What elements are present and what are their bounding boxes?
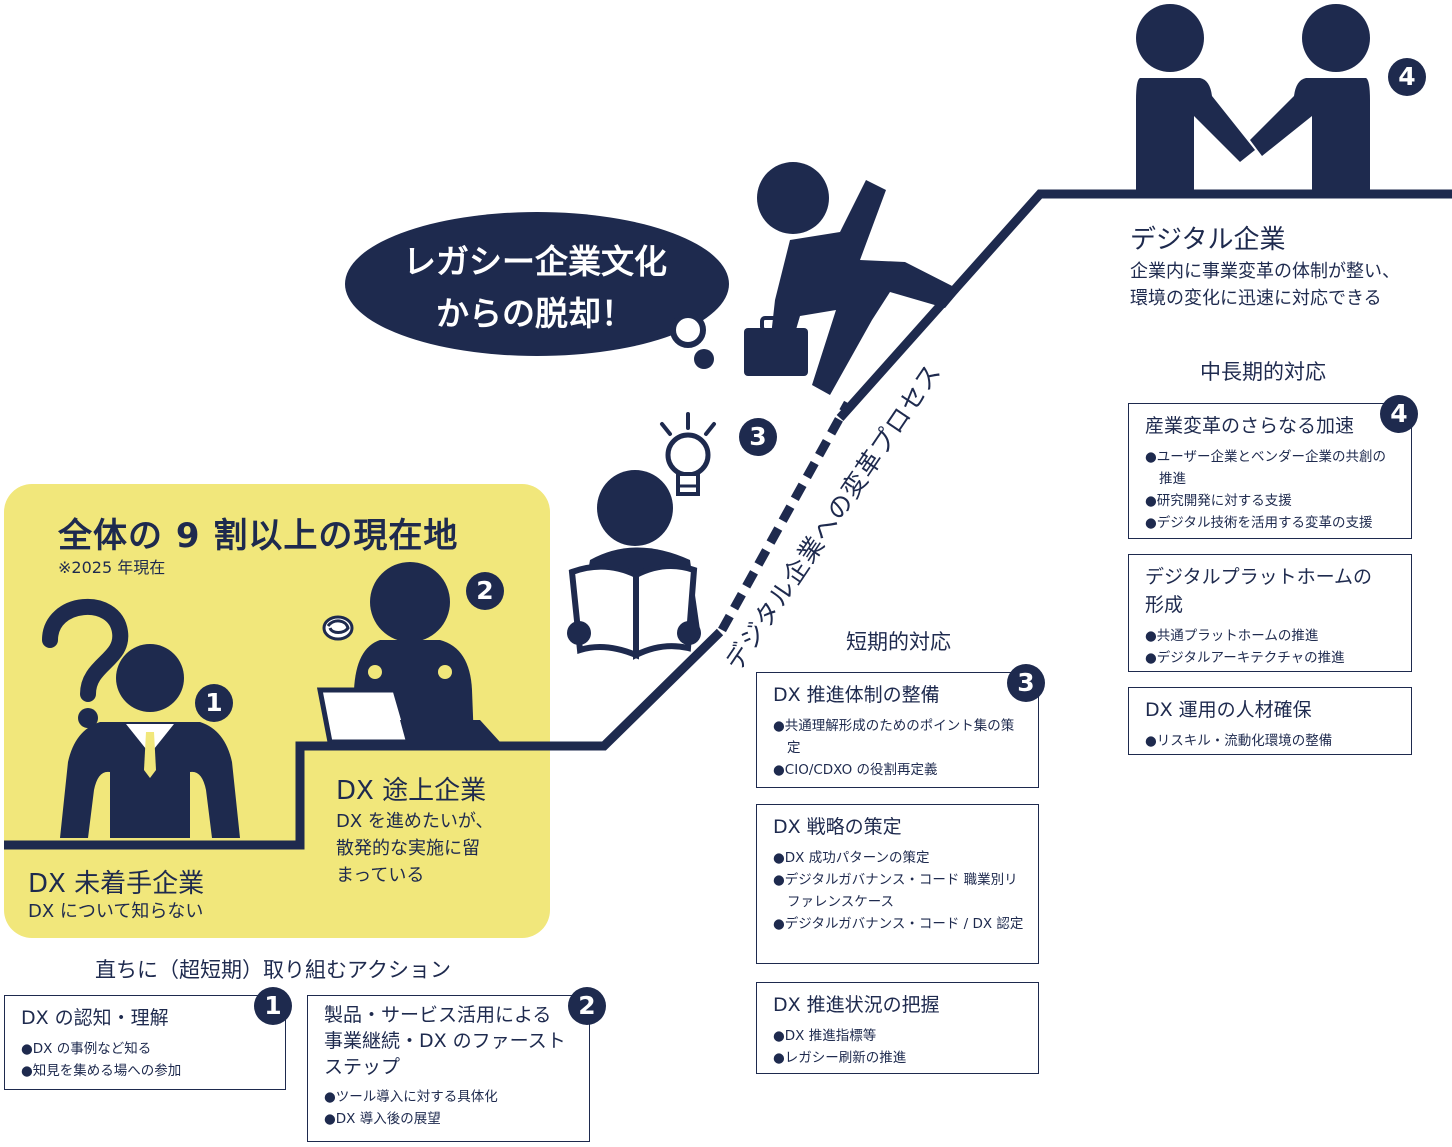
box-title: DX 戦略の策定: [773, 816, 902, 838]
short-box-dx-status: DX 推進状況の把握 DX 推進指標等 レガシー刷新の推進: [756, 982, 1039, 1074]
box-item: DX 導入後の展望: [324, 1108, 575, 1130]
action-box-2: 製品・サービス活用による 事業継続・DX のファースト ステップ ツール導入に対…: [307, 995, 590, 1142]
stage-2-desc-line: 散発的な実施に留: [336, 838, 480, 859]
tangle-thought-icon: [322, 615, 354, 641]
box-item: 共通理解形成のためのポイント集の策定: [773, 715, 1024, 759]
briefcase-icon: [744, 316, 808, 376]
box-title: DX 推進状況の把握: [773, 994, 940, 1016]
box-item: デジタルアーキテクチャの推進: [1145, 647, 1397, 669]
long-term-label: 中長期的対応: [1200, 360, 1326, 384]
box-title-line: ステップ: [324, 1056, 401, 1078]
box-title-line: 製品・サービス活用による: [324, 1004, 552, 1026]
stage-1-desc: DX について知らない: [28, 898, 203, 925]
speech-bubble: [345, 212, 729, 369]
long-box-talent: DX 運用の人材確保 リスキル・流動化環境の整備: [1128, 687, 1412, 755]
staircase-line: [4, 628, 724, 850]
short-box-dx-structure: DX 推進体制の整備 共通理解形成のためのポイント集の策定 CIO/CDXO の…: [756, 672, 1039, 788]
box-item: 知見を集める場への参加: [21, 1060, 271, 1082]
stage-badge-1: 1: [195, 684, 233, 722]
box-badge-3: 3: [1007, 664, 1045, 702]
stage-2-desc-line: DX を進めたいが、: [336, 811, 494, 832]
box-item: DX の事例など知る: [21, 1038, 271, 1060]
staircase-line-upper: [836, 189, 1452, 421]
box-item: DX 推進指標等: [773, 1025, 1024, 1047]
box-title-line: 事業継続・DX のファースト: [324, 1030, 566, 1052]
stage-4-desc: 企業内に事業変革の体制が整い、 環境の変化に迅速に対応できる: [1130, 258, 1400, 312]
main-title: 全体の 9 割以上の現在地: [58, 516, 459, 556]
bubble-line-1: レガシー企業文化: [403, 242, 667, 281]
box-badge-2: 2: [568, 987, 606, 1025]
action-box-1: DX の認知・理解 DX の事例など知る 知見を集める場への参加: [4, 995, 286, 1090]
laptop-worker-icon: [316, 562, 500, 745]
stage-badge-4: 4: [1388, 58, 1426, 96]
stage-badge-3: 3: [739, 418, 777, 456]
immediate-actions-label: 直ちに（超短期）取り組むアクション: [95, 958, 451, 982]
stage-2-desc-line: まっている: [336, 865, 425, 886]
box-item: ツール導入に対する具体化: [324, 1086, 575, 1108]
stage-4-desc-line: 環境の変化に迅速に対応できる: [1130, 288, 1382, 309]
short-box-dx-strategy: DX 戦略の策定 DX 成功パターンの策定 デジタルガバナンス・コード 職業別リ…: [756, 804, 1039, 964]
stage-4-desc-line: 企業内に事業変革の体制が整い、: [1130, 261, 1400, 282]
handshake-icon: [1136, 4, 1370, 190]
box-title: DX の認知・理解: [21, 1007, 169, 1029]
box-item: DX 成功パターンの策定: [773, 847, 1024, 869]
date-note: ※2025 年現在: [58, 558, 166, 577]
lightbulb-icon: [660, 412, 716, 496]
box-title: 産業変革のさらなる加速: [1145, 415, 1355, 437]
box-item: レガシー刷新の推進: [773, 1047, 1024, 1069]
box-title: デジタルプラットホームの 形成: [1145, 563, 1397, 619]
box-title: 製品・サービス活用による 事業継続・DX のファースト ステップ: [324, 1002, 575, 1080]
stage-1-title: DX 未着手企業: [28, 869, 205, 899]
stage-2-title: DX 途上企業: [336, 776, 487, 806]
box-item: デジタルガバナンス・コード / DX 認定: [773, 913, 1024, 935]
stage-1-desc-line: DX について知らない: [28, 901, 204, 922]
box-badge-4: 4: [1380, 395, 1418, 433]
box-title-line: 形成: [1145, 594, 1184, 616]
box-title: DX 推進体制の整備: [773, 684, 940, 706]
stage-4-title: デジタル企業: [1130, 225, 1286, 255]
box-item: デジタル技術を活用する変革の支援: [1145, 512, 1397, 534]
dashed-process-line: [718, 400, 852, 633]
short-term-label: 短期的対応: [846, 630, 951, 654]
reading-person-icon: [567, 470, 701, 660]
businessman-icon: [60, 644, 240, 838]
box-item: リスキル・流動化環境の整備: [1145, 730, 1397, 752]
stage-2-desc: DX を進めたいが、 散発的な実施に留 まっている: [336, 808, 494, 889]
question-mark-icon: [42, 599, 129, 728]
bubble-line-2: からの脱却！: [436, 294, 634, 333]
box-item: 研究開発に対する支援: [1145, 490, 1397, 512]
stage-badge-2: 2: [466, 572, 504, 610]
box-item: 共通プラットホームの推進: [1145, 625, 1397, 647]
long-box-platform: デジタルプラットホームの 形成 共通プラットホームの推進 デジタルアーキテクチャ…: [1128, 554, 1412, 672]
box-item: ユーザー企業とベンダー企業の共創の推進: [1145, 446, 1397, 490]
box-title-line: デジタルプラットホームの: [1145, 566, 1373, 588]
climbing-person-icon: [757, 162, 960, 395]
box-item: CIO/CDXO の役割再定義: [773, 759, 1024, 781]
box-badge-1: 1: [254, 987, 292, 1025]
box-item: デジタルガバナンス・コード 職業別リファレンスケース: [773, 869, 1024, 913]
long-box-industry: 産業変革のさらなる加速 ユーザー企業とベンダー企業の共創の推進 研究開発に対する…: [1128, 403, 1412, 539]
box-title: DX 運用の人材確保: [1145, 699, 1312, 721]
bubble-text: レガシー企業文化 からの脱却！: [360, 236, 710, 340]
